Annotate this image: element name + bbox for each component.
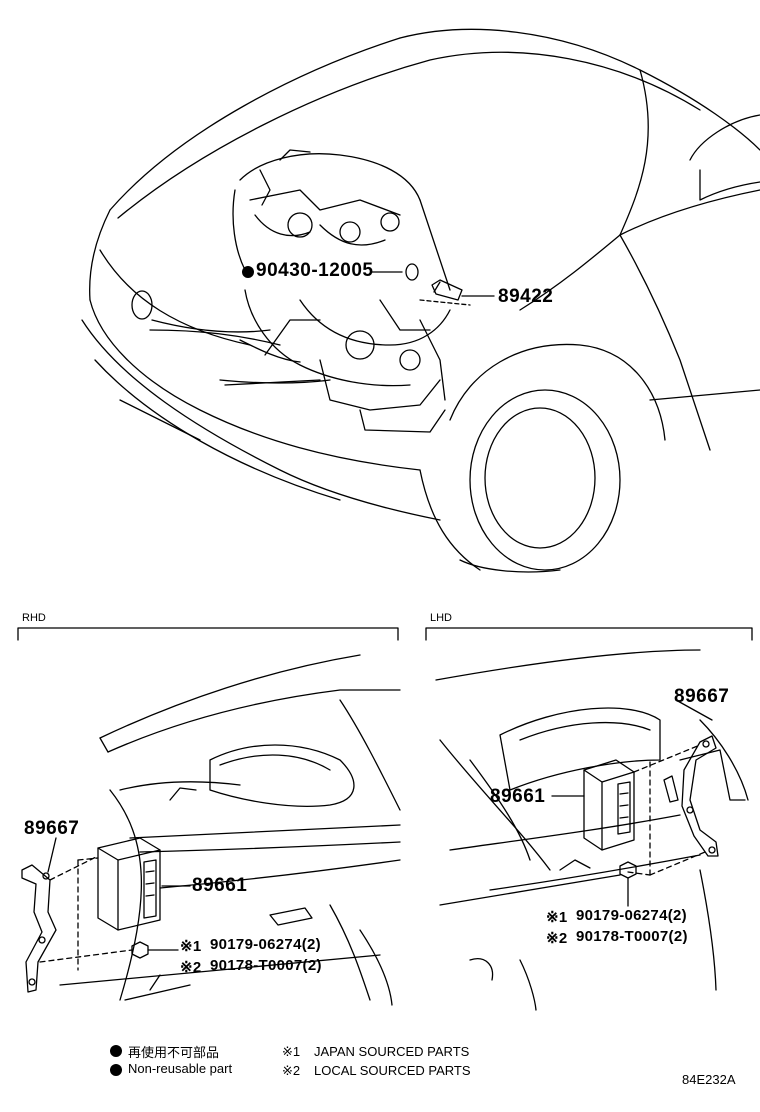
lhd-note1-mark: ※1 <box>546 909 568 926</box>
rhd-note2-mark: ※2 <box>180 959 202 976</box>
lhd-section-bracket <box>425 627 753 641</box>
legend-mark2: ※2 <box>282 1063 301 1078</box>
legend-mark1-text: JAPAN SOURCED PARTS <box>314 1044 470 1059</box>
nonreusable-part-icon <box>242 266 254 278</box>
lhd-part-number-89661: 89661 <box>490 786 546 807</box>
lhd-note2-part: 90178-T0007(2) <box>576 928 688 945</box>
rhd-section-bracket <box>17 627 399 641</box>
part-number-89422: 89422 <box>498 286 554 307</box>
rhd-note2-part: 90178-T0007(2) <box>210 957 322 974</box>
car-front-illustration <box>81 28 760 573</box>
part-number-90430-12005: 90430-12005 <box>256 260 374 281</box>
rhd-illustration <box>21 654 401 1006</box>
rhd-note1-mark: ※1 <box>180 938 202 955</box>
rhd-part-number-89667: 89667 <box>24 818 80 839</box>
lhd-section-title: LHD <box>430 612 453 624</box>
lhd-part-number-89667: 89667 <box>674 686 730 707</box>
legend-mark1: ※1 <box>282 1044 301 1059</box>
figure-code: 84E232A <box>682 1072 736 1087</box>
rhd-part-number-89661: 89661 <box>192 875 248 896</box>
legend-mark2-text: LOCAL SOURCED PARTS <box>314 1063 471 1078</box>
legend-nonreusable-icon-en <box>110 1064 122 1076</box>
lhd-note2-mark: ※2 <box>546 930 568 947</box>
legend-nonreusable-en: Non-reusable part <box>128 1061 233 1076</box>
lhd-note1-part: 90179-06274(2) <box>576 907 687 924</box>
rhd-section-title: RHD <box>22 612 46 624</box>
lhd-illustration <box>435 649 749 1011</box>
legend-nonreusable-icon-jp <box>110 1045 122 1057</box>
legend-nonreusable-jp: 再使用不可部品 <box>128 1045 220 1060</box>
rhd-note1-part: 90179-06274(2) <box>210 936 321 953</box>
